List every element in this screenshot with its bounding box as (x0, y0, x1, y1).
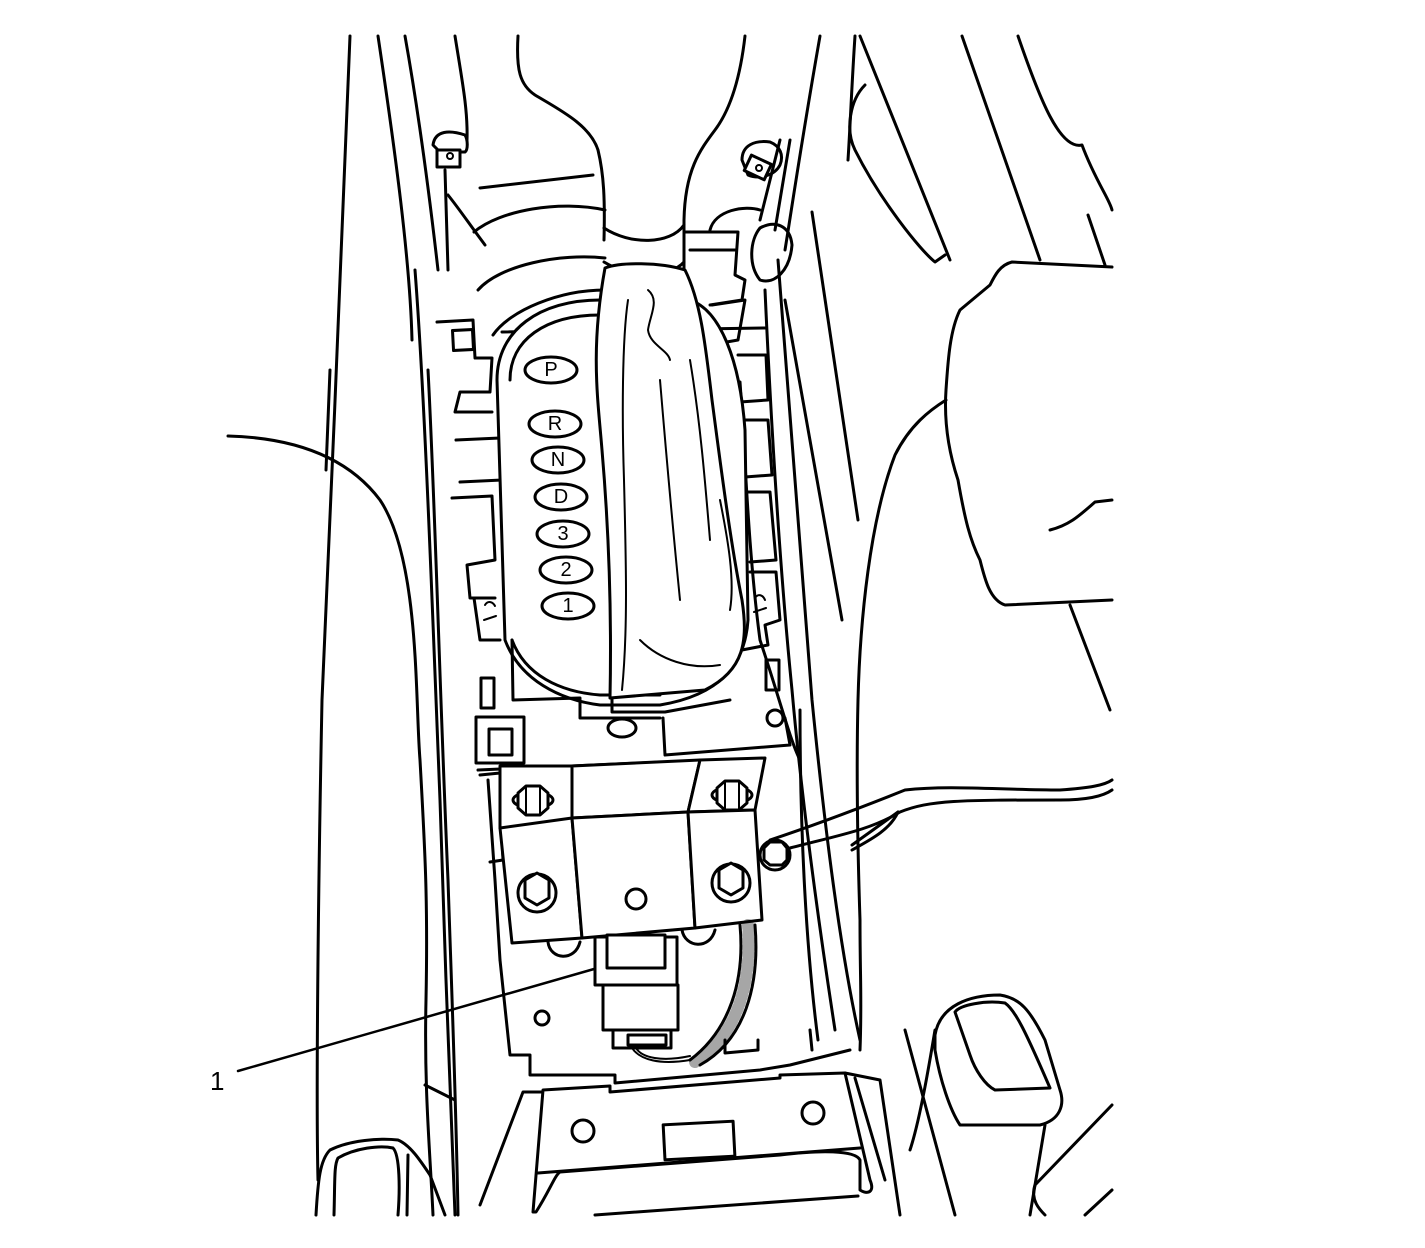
seat-belt-buckle (903, 993, 1114, 1217)
wire-harness (688, 919, 758, 1068)
console-base-plate (498, 958, 852, 1085)
bolt-lower-left (516, 871, 558, 914)
nut-top-right (710, 779, 754, 812)
shift-boot (594, 262, 746, 714)
shift-lock-connector (593, 933, 691, 1063)
console-trim-plate (435, 318, 802, 765)
gear-label-1: 1 (562, 595, 573, 617)
left-seat-outline (226, 368, 435, 1217)
center-hole (624, 887, 648, 911)
gear-label-n: N (551, 449, 565, 471)
gear-indicator-3: 3 (535, 519, 591, 549)
gear-label-r: R (548, 413, 562, 435)
left-clip (431, 130, 487, 272)
gear-indicator-1: 1 (540, 591, 596, 621)
left-console-trim (315, 34, 469, 1217)
center-stack-upper (472, 34, 747, 337)
gear-label-3: 3 (557, 523, 568, 545)
left-lower-bracket (314, 1137, 447, 1217)
gear-indicator-2: 2 (538, 555, 594, 585)
right-clip (740, 138, 792, 232)
right-console-trim (763, 34, 952, 1042)
shift-lock-bracket (478, 756, 792, 962)
bolt-lower-right (710, 861, 752, 904)
gear-label-d: D (554, 486, 568, 508)
nut-top-left (511, 784, 555, 817)
gear-indicator-n: N (530, 445, 586, 475)
gear-indicator-r: R (527, 409, 583, 439)
gear-indicator-d: D (533, 482, 589, 512)
storage-compartment (478, 1071, 902, 1217)
callout-number: 1 (210, 1066, 224, 1096)
callout-1: 1 (210, 967, 596, 1096)
side-bolt (758, 838, 792, 872)
gear-label-2: 2 (560, 559, 571, 581)
gear-position-indicators: P R N D 3 2 1 (523, 355, 596, 621)
pry-tool (768, 778, 1114, 852)
right-seat-outline (848, 34, 1114, 1052)
gear-indicator-p: P (523, 355, 579, 385)
gear-label-p: P (544, 359, 557, 381)
